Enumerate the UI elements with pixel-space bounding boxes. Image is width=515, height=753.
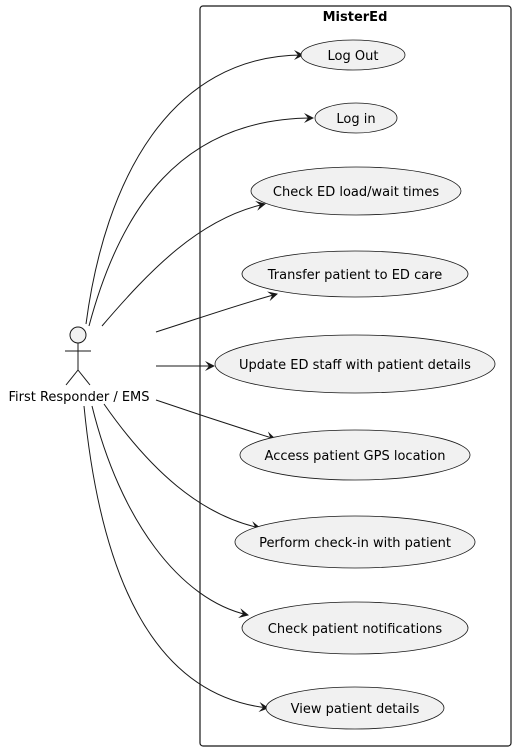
use-case-transfer-patient: Transfer patient to ED care bbox=[241, 250, 469, 298]
use-case-ellipse bbox=[300, 39, 406, 71]
system-title: MisterEd bbox=[323, 10, 388, 25]
association-check-ed-load bbox=[101, 201, 266, 327]
association-check-notifications bbox=[91, 405, 249, 618]
use-case-ellipse bbox=[239, 429, 471, 481]
associations bbox=[83, 50, 314, 712]
association-check-in bbox=[103, 403, 261, 531]
actor-label: First Responder / EMS bbox=[8, 390, 149, 405]
use-case-ellipse bbox=[265, 686, 445, 730]
use-case-label: Access patient GPS location bbox=[265, 449, 446, 464]
association-transfer-patient bbox=[155, 291, 278, 333]
use-case-update-ed-staff: Update ED staff with patient details bbox=[214, 334, 496, 394]
actor-first-responder: First Responder / EMS bbox=[8, 326, 150, 405]
use-case-ellipse bbox=[241, 250, 469, 298]
use-case-label: Perform check-in with patient bbox=[259, 536, 451, 551]
actor-head bbox=[69, 326, 87, 344]
use-case-access-gps: Access patient GPS location bbox=[239, 429, 471, 481]
use-case-label: Check ED load/wait times bbox=[273, 185, 439, 200]
actor-left-leg bbox=[65, 369, 79, 386]
use-case-ellipse bbox=[241, 601, 469, 655]
use-cases: Log Out Log in Check ED load/wait times … bbox=[214, 39, 496, 730]
association-access-gps bbox=[155, 399, 276, 442]
use-case-label: View patient details bbox=[291, 702, 420, 717]
use-case-ellipse bbox=[250, 166, 462, 216]
use-case-check-notifications: Check patient notifications bbox=[241, 601, 469, 655]
association-login bbox=[88, 113, 314, 327]
use-case-ellipse bbox=[214, 334, 496, 394]
use-case-check-in: Perform check-in with patient bbox=[234, 515, 476, 569]
use-case-label: Log in bbox=[336, 112, 375, 127]
use-case-check-ed-load: Check ED load/wait times bbox=[250, 166, 462, 216]
use-case-label: Check patient notifications bbox=[268, 622, 443, 637]
use-case-logout: Log Out bbox=[300, 39, 406, 71]
use-case-ellipse bbox=[314, 102, 398, 134]
association-view-details bbox=[83, 405, 269, 712]
association-logout bbox=[85, 50, 304, 325]
actor-right-leg bbox=[77, 369, 91, 386]
use-case-login: Log in bbox=[314, 102, 398, 134]
use-case-ellipse bbox=[234, 515, 476, 569]
use-case-label: Update ED staff with patient details bbox=[239, 358, 471, 373]
use-case-label: Transfer patient to ED care bbox=[267, 268, 443, 283]
use-case-label: Log Out bbox=[328, 49, 379, 64]
use-case-view-details: View patient details bbox=[265, 686, 445, 730]
